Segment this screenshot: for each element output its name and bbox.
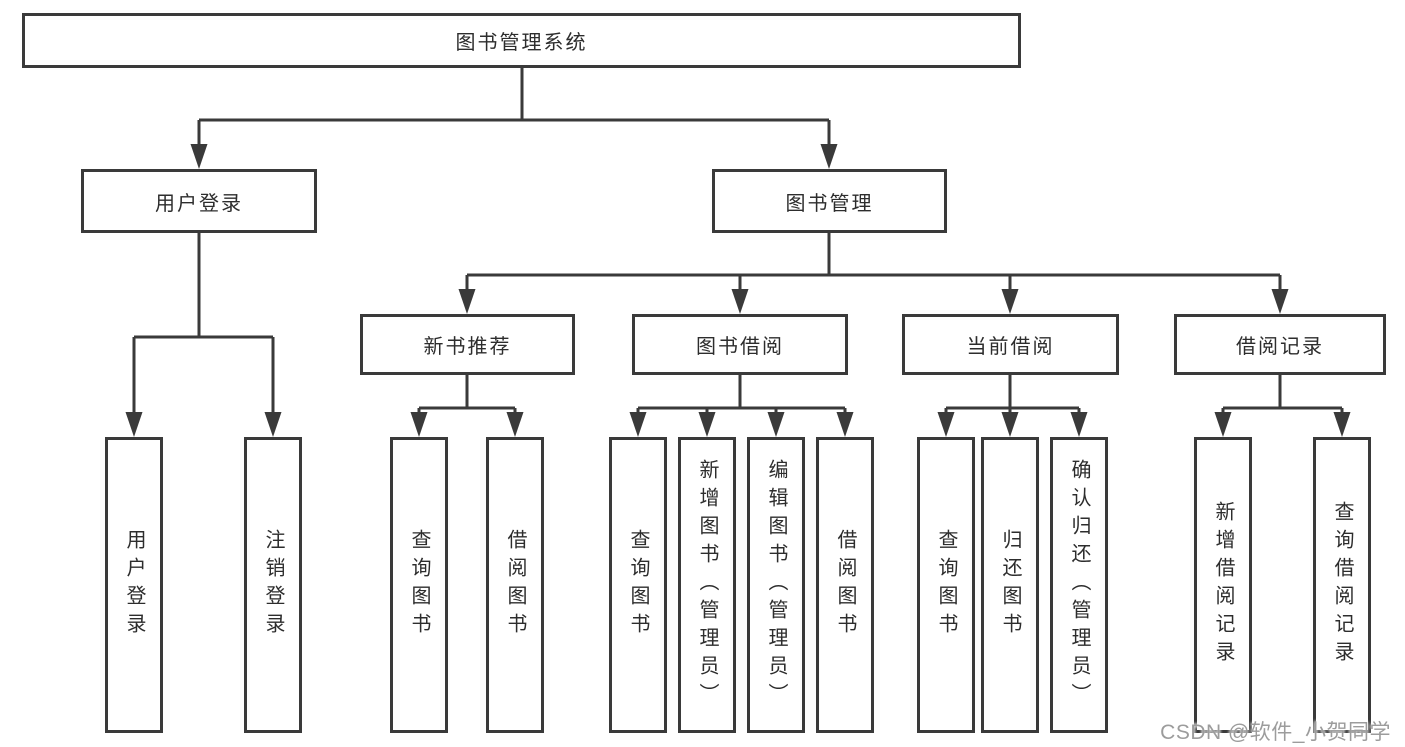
leaf-edit-books-admin-label: 编辑图书（管理员） xyxy=(765,459,787,711)
leaf-logout: 注销登录 xyxy=(244,437,302,733)
node-root: 图书管理系统 xyxy=(22,13,1021,68)
node-book-borrow: 图书借阅 xyxy=(632,314,848,375)
node-new-book-recommend: 新书推荐 xyxy=(360,314,575,375)
node-new-book-recommend-label: 新书推荐 xyxy=(423,336,512,358)
leaf-add-borrow-record-label: 新增借阅记录 xyxy=(1212,501,1234,669)
leaf-confirm-return-admin: 确认归还（管理员） xyxy=(1050,437,1108,733)
node-current-borrow-label: 当前借阅 xyxy=(966,336,1055,358)
node-root-label: 图书管理系统 xyxy=(455,32,588,54)
node-current-borrow: 当前借阅 xyxy=(902,314,1119,375)
leaf-query-books-current: 查询图书 xyxy=(917,437,975,733)
leaf-add-books-admin-label: 新增图书（管理员） xyxy=(696,459,718,711)
leaf-return-books: 归还图书 xyxy=(981,437,1039,733)
node-borrow-records: 借阅记录 xyxy=(1174,314,1386,375)
leaf-borrow-books-recommend: 借阅图书 xyxy=(486,437,544,733)
leaf-borrow-books-recommend-label: 借阅图书 xyxy=(504,529,526,641)
leaf-query-books-borrow: 查询图书 xyxy=(609,437,667,733)
leaf-query-books-borrow-label: 查询图书 xyxy=(627,529,649,641)
leaf-user-login-label: 用户登录 xyxy=(123,529,145,641)
leaf-logout-label: 注销登录 xyxy=(262,529,284,641)
node-book-borrow-label: 图书借阅 xyxy=(696,336,784,358)
node-user-login: 用户登录 xyxy=(81,169,317,233)
leaf-borrow-books-label: 借阅图书 xyxy=(834,529,856,641)
leaf-query-borrow-record: 查询借阅记录 xyxy=(1313,437,1371,733)
watermark: CSDN @软件_小贺同学 xyxy=(1160,721,1391,744)
leaf-confirm-return-admin-label: 确认归还（管理员） xyxy=(1068,459,1090,711)
leaf-query-books-current-label: 查询图书 xyxy=(935,529,957,641)
leaf-query-books-recommend: 查询图书 xyxy=(390,437,448,733)
leaf-add-books-admin: 新增图书（管理员） xyxy=(678,437,736,733)
leaf-return-books-label: 归还图书 xyxy=(999,529,1021,641)
leaf-add-borrow-record: 新增借阅记录 xyxy=(1194,437,1252,733)
node-book-management: 图书管理 xyxy=(712,169,947,233)
leaf-query-books-recommend-label: 查询图书 xyxy=(408,529,430,641)
node-borrow-records-label: 借阅记录 xyxy=(1236,336,1324,358)
leaf-borrow-books: 借阅图书 xyxy=(816,437,874,733)
leaf-edit-books-admin: 编辑图书（管理员） xyxy=(747,437,805,733)
leaf-user-login: 用户登录 xyxy=(105,437,163,733)
node-user-login-label: 用户登录 xyxy=(155,192,243,215)
node-book-management-label: 图书管理 xyxy=(785,192,874,215)
leaf-query-borrow-record-label: 查询借阅记录 xyxy=(1331,501,1353,669)
